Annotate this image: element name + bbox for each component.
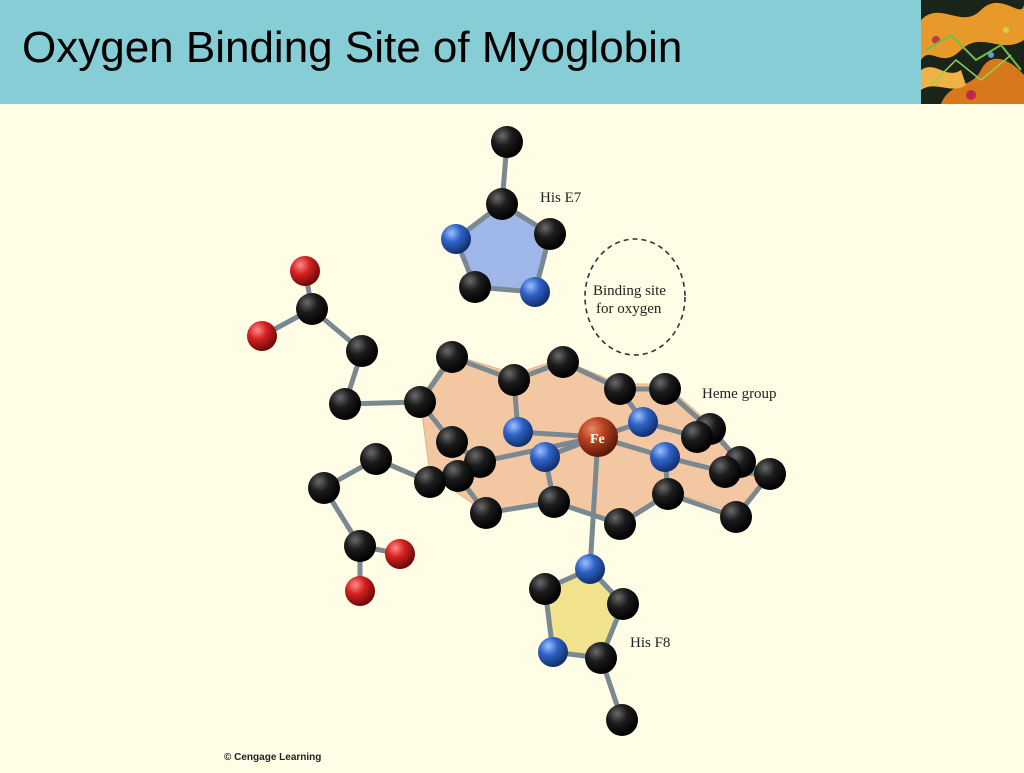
carbon-atoms: [296, 126, 786, 736]
title-bar: Oxygen Binding Site of Myoglobin: [0, 0, 1024, 104]
page-title: Oxygen Binding Site of Myoglobin: [22, 23, 683, 72]
heme-group-label: Heme group: [702, 386, 777, 402]
iron-atom: [578, 417, 618, 457]
binding-site-label-line1: Binding site: [593, 283, 666, 299]
myoglobin-binding-site-diagram: Fe His E7 Binding site for oxygen Heme g…: [0, 104, 1024, 768]
binding-site-label-line2: for oxygen: [596, 301, 662, 317]
nitrogen-atoms: [441, 224, 680, 667]
oxygen-binding-site-outline: [584, 238, 686, 356]
protein-ribbon-thumbnail: [921, 0, 1024, 104]
his-e7-label: His E7: [540, 190, 582, 206]
his-f8-label: His F8: [630, 635, 670, 651]
fe-label: Fe: [590, 432, 605, 447]
oxygen-atoms: [247, 256, 415, 606]
copyright-credit: © Cengage Learning: [224, 752, 322, 763]
